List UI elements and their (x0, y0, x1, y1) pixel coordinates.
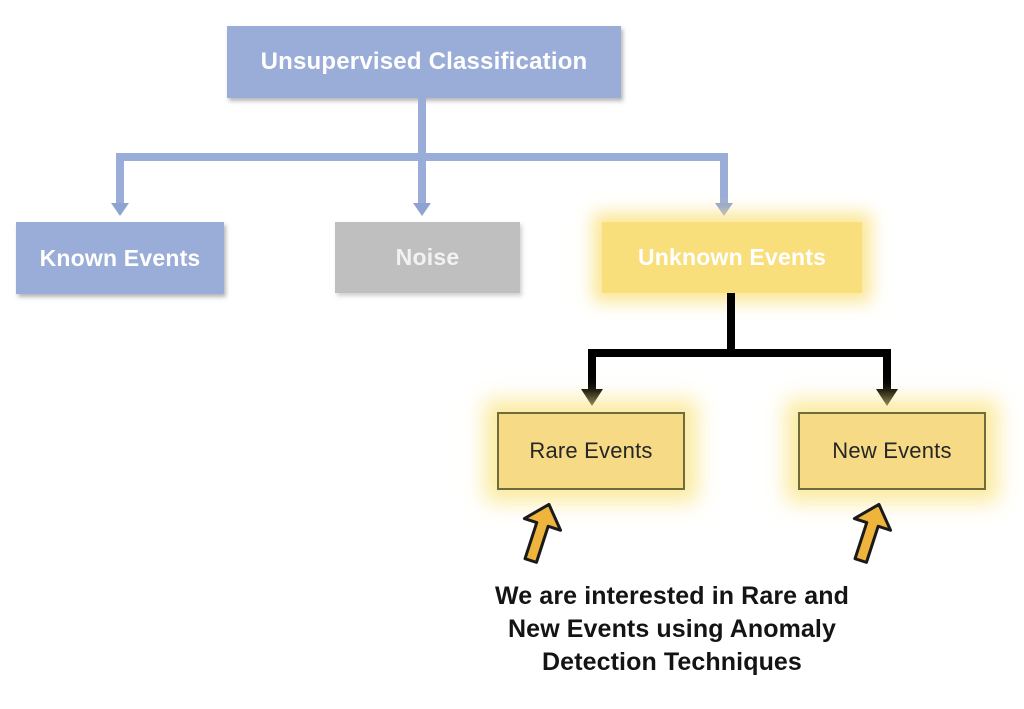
node-label: Known Events (39, 244, 201, 271)
connector-drop-rare-events (588, 349, 596, 392)
connector-drop-new-events (883, 349, 891, 392)
node-new-events[interactable]: New Events (798, 412, 986, 490)
connector-unknown-stem (727, 293, 735, 349)
node-rare-events[interactable]: Rare Events (497, 412, 685, 490)
highlight-arrow-rare-events-icon (512, 500, 568, 564)
arrowhead-known-events (111, 203, 129, 216)
highlight-arrow-new-events-icon (842, 500, 898, 564)
connector-drop-unknown-events (720, 153, 728, 205)
node-label: Noise (395, 244, 460, 271)
arrowhead-unknown-events (715, 203, 733, 216)
connector-drop-noise (418, 153, 426, 205)
arrowhead-noise (413, 203, 431, 216)
connector-drop-known-events (116, 153, 124, 205)
caption-line-2: New Events using Anomaly (508, 615, 836, 643)
node-unknown-events[interactable]: Unknown Events (602, 222, 862, 293)
connector-black-bus (588, 349, 891, 357)
caption-text: We are interested in Rare and New Events… (412, 580, 932, 679)
node-unsupervised-classification[interactable]: Unsupervised Classification (227, 26, 621, 98)
node-label: Rare Events (529, 438, 653, 464)
arrowhead-rare-events (581, 389, 603, 406)
connector-root-stem (418, 98, 426, 153)
node-label: New Events (832, 438, 952, 464)
node-label: Unsupervised Classification (260, 48, 588, 76)
node-noise[interactable]: Noise (335, 222, 520, 293)
node-label: Unknown Events (637, 244, 827, 271)
caption-line-1: We are interested in Rare and (495, 582, 849, 610)
node-known-events[interactable]: Known Events (16, 222, 224, 294)
arrowhead-new-events (876, 389, 898, 406)
caption-line-3: Detection Techniques (542, 648, 802, 676)
